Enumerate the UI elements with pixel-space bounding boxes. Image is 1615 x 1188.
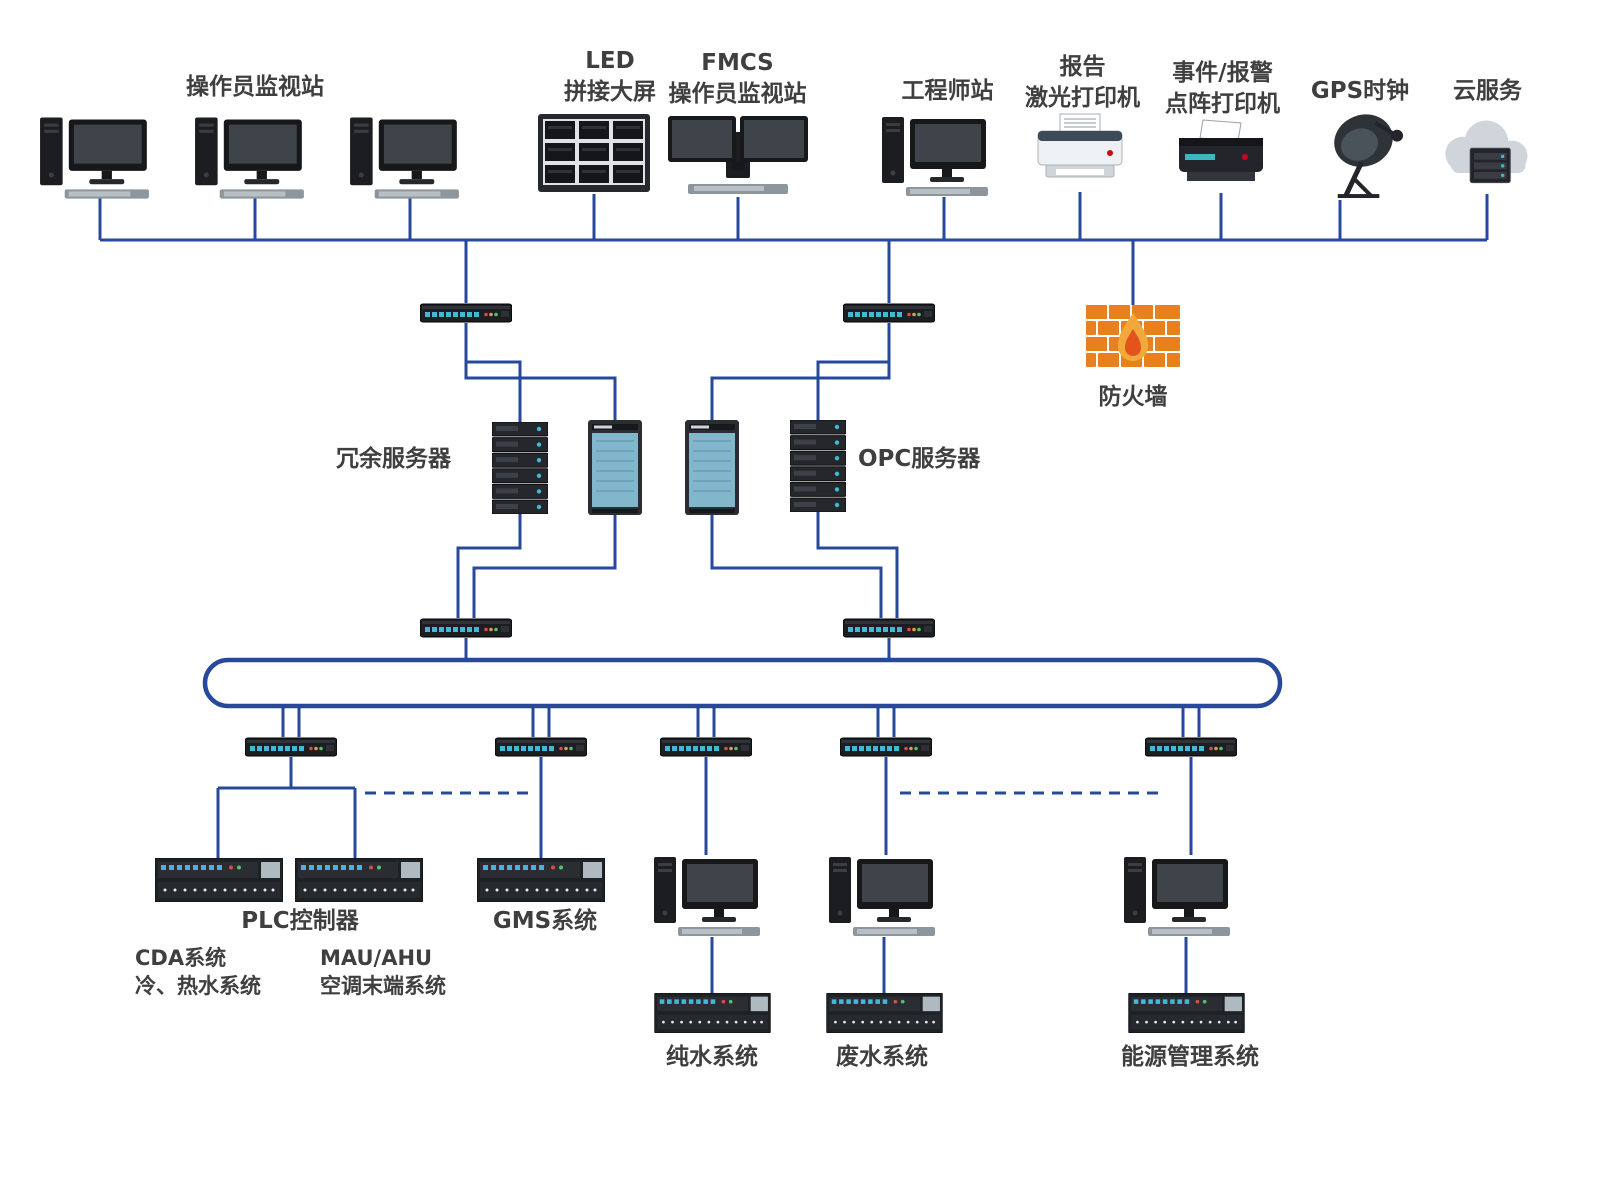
opc-server-label: OPC服务器 bbox=[858, 446, 981, 472]
dot-matrix-printer-icon bbox=[1175, 118, 1267, 193]
plc-controller-label: PLC控制器 bbox=[241, 908, 359, 934]
tower-server-icon-2 bbox=[685, 420, 739, 515]
event-printer-label-line1: 事件/报警 bbox=[1172, 60, 1273, 86]
fmcs-station-label: FMCS 操作员监视站 bbox=[640, 48, 835, 110]
cloud-service-label: 云服务 bbox=[1453, 78, 1522, 104]
field-switch-icon-2 bbox=[495, 737, 587, 757]
led-video-wall-icon bbox=[538, 112, 650, 194]
redundant-server-stack-icon bbox=[492, 422, 548, 514]
tower-server-icon-1 bbox=[588, 420, 642, 515]
pure-water-io-rack-icon bbox=[650, 993, 775, 1033]
cda-system-label: CDA系统 冷、热水系统 bbox=[135, 944, 335, 1001]
ring-network-bus bbox=[202, 657, 1283, 709]
pure-water-label: 纯水系统 bbox=[666, 1044, 758, 1070]
mau-ahu-system-label: MAU/AHU 空调末端系统 bbox=[320, 944, 530, 1001]
led-wall-label-line2: 拼接大屏 bbox=[564, 79, 656, 106]
mau-ahu-system-label-line2: 空调末端系统 bbox=[320, 974, 446, 999]
operator-workstation-icon-1 bbox=[38, 115, 153, 200]
energy-io-rack-icon bbox=[1124, 993, 1249, 1033]
event-printer-label: 事件/报警 点阵打印机 bbox=[1140, 58, 1305, 120]
field-switch-icon-3 bbox=[660, 737, 752, 757]
energy-management-label: 能源管理系统 bbox=[1121, 1044, 1259, 1070]
fmcs-station-label-line2: 操作员监视站 bbox=[668, 81, 807, 108]
engineer-station-label: 工程师站 bbox=[901, 78, 994, 104]
event-printer-label-line2: 点阵打印机 bbox=[1165, 91, 1280, 118]
core-switch-b-icon bbox=[843, 303, 935, 323]
distribution-switch-b-icon bbox=[843, 618, 935, 638]
plc-rack-icon-1 bbox=[155, 858, 283, 902]
mau-ahu-system-label-line1: MAU/AHU bbox=[320, 946, 433, 970]
report-printer-label-line1: 报告 bbox=[1059, 54, 1106, 80]
operator-stations-label: 操作员监视站 bbox=[186, 74, 324, 100]
operator-workstation-icon-3 bbox=[348, 115, 463, 200]
firewall-icon bbox=[1086, 305, 1180, 371]
cda-system-label-line1: CDA系统 bbox=[135, 946, 227, 970]
engineer-workstation-icon bbox=[880, 115, 992, 197]
gms-system-label: GMS系统 bbox=[492, 908, 598, 934]
waste-water-label: 废水系统 bbox=[836, 1044, 928, 1070]
energy-workstation-icon bbox=[1122, 855, 1234, 937]
opc-server-stack-icon bbox=[790, 420, 846, 512]
cloud-server-icon bbox=[1432, 112, 1537, 194]
plc-rack-icon-2 bbox=[295, 858, 423, 902]
redundant-server-label: 冗余服务器 bbox=[336, 446, 451, 472]
report-printer-label: 报告 激光打印机 bbox=[1000, 52, 1165, 114]
core-switch-a-icon bbox=[420, 303, 512, 323]
field-switch-icon-4 bbox=[840, 737, 932, 757]
distribution-switch-a-icon bbox=[420, 618, 512, 638]
gms-rack-icon bbox=[477, 858, 605, 902]
operator-workstation-icon-2 bbox=[193, 115, 308, 200]
waste-water-io-rack-icon bbox=[822, 993, 947, 1033]
fmcs-dual-workstation-icon bbox=[668, 112, 808, 197]
waste-water-workstation-icon bbox=[827, 855, 939, 937]
report-printer-label-line2: 激光打印机 bbox=[1025, 85, 1140, 112]
led-wall-label-line1: LED bbox=[585, 48, 635, 74]
led-wall-label: LED 拼接大屏 bbox=[540, 46, 680, 108]
field-switch-icon-1 bbox=[245, 737, 337, 757]
laser-printer-icon bbox=[1032, 112, 1128, 192]
firewall-label: 防火墙 bbox=[1098, 384, 1168, 410]
pure-water-workstation-icon bbox=[652, 855, 764, 937]
cda-system-label-line2: 冷、热水系统 bbox=[135, 974, 261, 999]
gps-satellite-dish-icon bbox=[1312, 105, 1407, 200]
fmcs-station-label-line1: FMCS bbox=[701, 50, 774, 76]
gps-clock-label: GPS时钟 bbox=[1310, 78, 1410, 104]
field-switch-icon-5 bbox=[1145, 737, 1237, 757]
